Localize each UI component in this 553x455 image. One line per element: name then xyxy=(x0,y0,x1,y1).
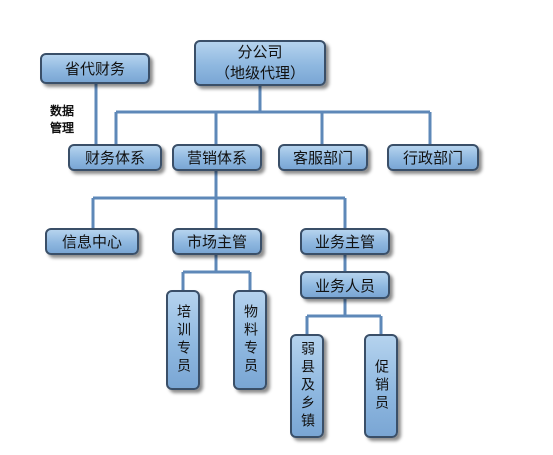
node-promoter-label: 促销员 xyxy=(373,359,389,413)
node-branch-company: 分公司 （地级代理） xyxy=(194,40,326,86)
node-admin-dept: 行政部门 xyxy=(387,144,479,171)
node-materials-specialist-label: 物料专员 xyxy=(242,304,258,376)
edge-label-line1: 数据 xyxy=(50,104,75,118)
node-admin-dept-label: 行政部门 xyxy=(402,149,463,167)
connector-staff-to-bottom xyxy=(305,298,383,336)
node-info-center-label: 信息中心 xyxy=(61,233,122,251)
node-promoter: 促销员 xyxy=(364,334,398,438)
edge-label-line2: 管理 xyxy=(50,121,75,135)
node-weak-county-township: 弱县及乡镇 xyxy=(290,334,324,438)
node-agent-finance: 省代财务 xyxy=(40,53,150,84)
node-business-supervisor-label: 业务主管 xyxy=(314,233,375,251)
node-market-supervisor: 市场主管 xyxy=(172,228,262,255)
node-materials-specialist: 物料专员 xyxy=(233,290,267,390)
node-branch-company-line2: （地级代理） xyxy=(214,64,305,82)
connector-branch-to-level1 xyxy=(114,84,432,146)
node-info-center: 信息中心 xyxy=(45,228,139,255)
node-marketing-system: 营销体系 xyxy=(172,144,262,171)
node-customer-service-dept: 客服部门 xyxy=(278,144,368,171)
node-customer-service-dept-label: 客服部门 xyxy=(292,149,353,167)
node-agent-finance-label: 省代财务 xyxy=(64,60,125,78)
node-business-staff-label: 业务人员 xyxy=(314,276,375,295)
node-branch-company-line1: 分公司 xyxy=(237,43,283,61)
node-training-specialist-label: 培训专员 xyxy=(175,304,191,376)
node-market-supervisor-label: 市场主管 xyxy=(186,233,247,251)
edge-label-data-management: 数据 管理 xyxy=(50,103,74,137)
connector-market-to-specialists xyxy=(181,254,252,292)
node-finance-system: 财务体系 xyxy=(68,144,162,171)
node-business-supervisor: 业务主管 xyxy=(300,228,390,255)
node-marketing-system-label: 营销体系 xyxy=(186,149,247,167)
node-finance-system-label: 财务体系 xyxy=(84,149,145,167)
connector-marketing-to-level2 xyxy=(91,170,347,230)
node-business-staff: 业务人员 xyxy=(300,271,390,299)
node-training-specialist: 培训专员 xyxy=(166,290,200,390)
node-weak-county-township-label: 弱县及乡镇 xyxy=(299,341,315,431)
